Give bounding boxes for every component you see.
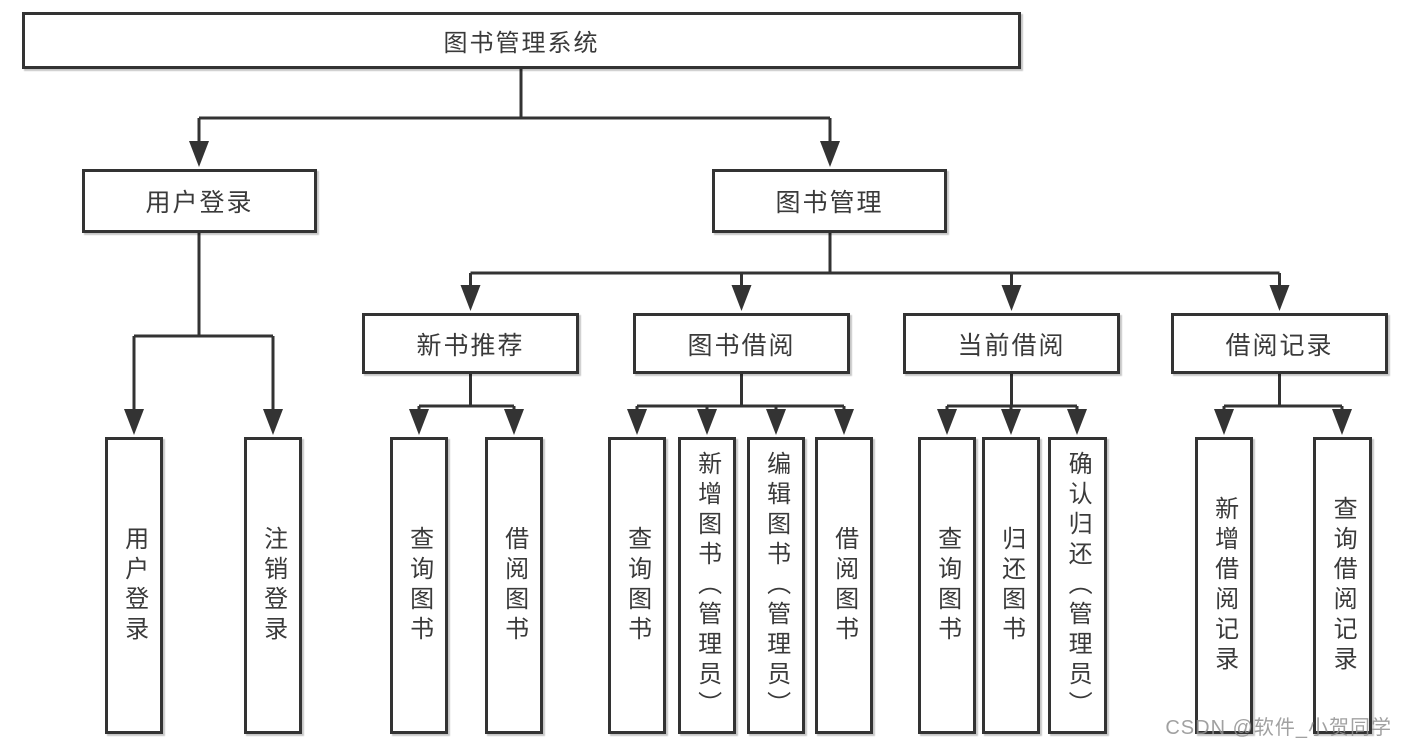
arrow-down-icon	[731, 285, 752, 311]
leaf-query-books-borrowing: 查询图书	[608, 437, 666, 734]
arrow-down-icon	[189, 141, 209, 167]
arrowheads	[124, 141, 1352, 435]
arrow-down-icon	[1214, 409, 1234, 435]
arrow-down-icon	[1269, 285, 1290, 311]
arrow-down-icon	[834, 409, 854, 435]
leaf-borrow-books-recommendation: 借阅图书	[485, 437, 543, 734]
arrow-down-icon	[504, 409, 524, 435]
arrow-down-icon	[697, 409, 717, 435]
arrow-down-icon	[1332, 409, 1352, 435]
leaf-query-books-recommendation: 查询图书	[390, 437, 448, 734]
connector-userlogin-to-leaves	[132, 233, 275, 430]
node-book-borrowing: 图书借阅	[633, 313, 850, 374]
leaf-add-books-admin: 新增图书（管理员）	[678, 437, 736, 734]
leaf-query-borrow-record: 查询借阅记录	[1313, 437, 1372, 734]
node-new-book-recommendation: 新书推荐	[362, 313, 579, 374]
arrow-down-icon	[627, 409, 647, 435]
arrow-down-icon	[460, 285, 481, 311]
arrow-down-icon	[1067, 409, 1087, 435]
node-library-management-system: 图书管理系统	[22, 12, 1021, 69]
arrow-down-icon	[124, 409, 144, 435]
arrow-down-icon	[1001, 285, 1022, 311]
csdn-watermark: CSDN @软件_小贺同学	[1165, 717, 1392, 739]
arrow-down-icon	[937, 409, 957, 435]
leaf-add-borrow-record: 新增借阅记录	[1195, 437, 1253, 734]
arrow-down-icon	[409, 409, 429, 435]
connector-records-to-leaves	[1222, 374, 1344, 430]
leaf-edit-books-admin: 编辑图书（管理员）	[747, 437, 805, 734]
node-book-management: 图书管理	[712, 169, 947, 233]
leaf-confirm-return-admin: 确认归还（管理员）	[1048, 437, 1107, 734]
arrow-down-icon	[1001, 409, 1021, 435]
leaf-borrow-books: 借阅图书	[815, 437, 873, 734]
arrow-down-icon	[263, 409, 283, 435]
connector-root-to-level2	[197, 69, 832, 162]
connector-borrowing-to-leaves	[635, 374, 846, 430]
leaf-logout: 注销登录	[244, 437, 302, 734]
connector-bookmgmt-to-level3	[469, 233, 1281, 306]
connector-newbook-to-leaves	[417, 374, 516, 430]
leaf-return-books: 归还图书	[982, 437, 1040, 734]
leaf-user-login: 用户登录	[105, 437, 163, 734]
node-borrowing-records: 借阅记录	[1171, 313, 1388, 374]
leaf-query-books-current: 查询图书	[918, 437, 976, 734]
node-current-borrowing: 当前借阅	[903, 313, 1120, 374]
arrow-down-icon	[766, 409, 786, 435]
node-user-login: 用户登录	[82, 169, 317, 233]
arrow-down-icon	[820, 141, 840, 167]
